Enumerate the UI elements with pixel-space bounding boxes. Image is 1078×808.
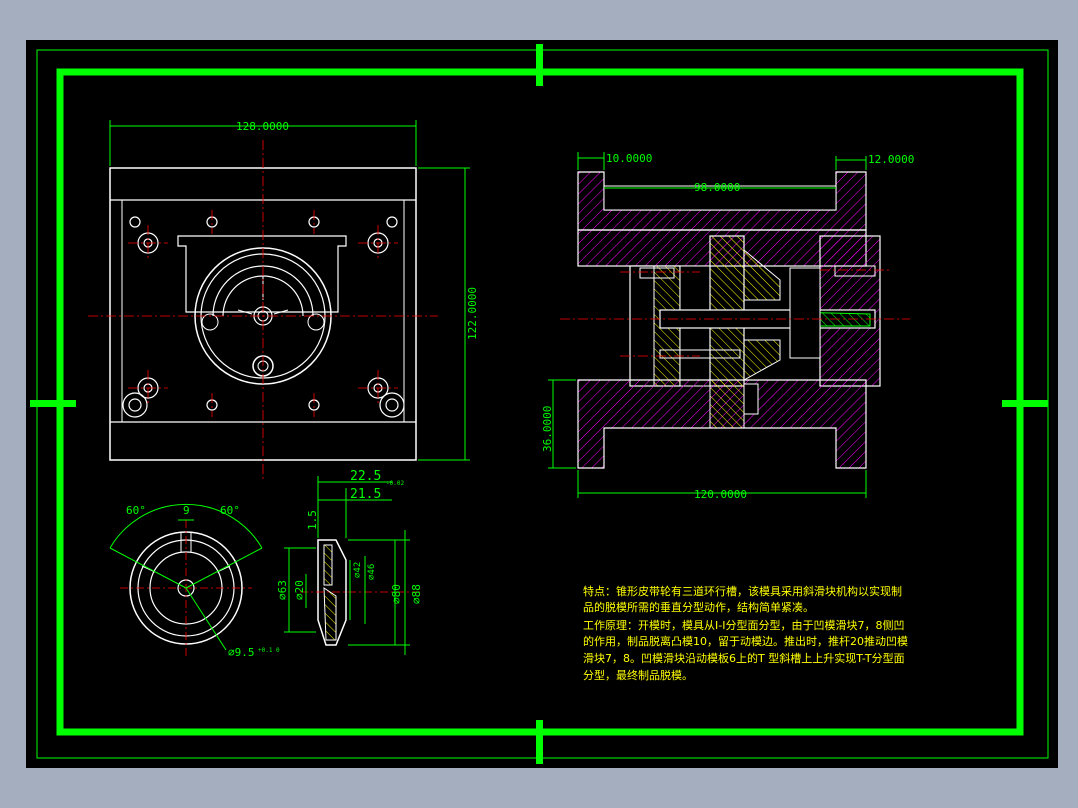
top-height-dim: 122.0000 bbox=[466, 287, 479, 340]
drawing-frame bbox=[30, 44, 1049, 764]
top-width-dim: 128.0000 bbox=[236, 120, 289, 133]
section-dim-height: 36.0000 bbox=[541, 406, 554, 452]
profile-dim-a: 22.5 bbox=[350, 469, 381, 484]
note-line-3: 工作原理：开模时，模具从I-I分型面分型，由于凹模滑块7，8侧凹 bbox=[583, 618, 904, 632]
profile-dia-46: ⌀46 bbox=[367, 564, 377, 580]
note-line-2: 品的脱模所需的垂直分型动作，结构简单紧凑。 bbox=[583, 600, 814, 614]
part-slot-width: 9 bbox=[183, 504, 190, 517]
part-profile-view: 22.5 -0.02 21.5 1.5 ⌀63 ⌀20 ⌀42 ⌀46 ⌀80 … bbox=[276, 469, 423, 655]
profile-dim-c: 1.5 bbox=[306, 510, 319, 530]
technical-notes: 特点：锥形皮带轮有三道环行槽，该模具采用斜滑块机构以实现制 品的脱模所需的垂直分… bbox=[583, 584, 908, 682]
note-line-1: 特点：锥形皮带轮有三道环行槽，该模具采用斜滑块机构以实现制 bbox=[583, 584, 902, 598]
part-hole-dia: ⌀9.5 bbox=[228, 646, 255, 659]
part-angle-left: 60° bbox=[126, 504, 146, 517]
section-dim-overall: 120.0000 bbox=[694, 488, 747, 501]
part-angle-right: 60° bbox=[220, 504, 240, 517]
profile-dim-b: 21.5 bbox=[350, 487, 381, 502]
section-view: 10.0000 12.0000 98.0000 36.0000 120.0000 bbox=[541, 152, 914, 501]
drawing-sheet bbox=[26, 40, 1058, 768]
top-view: 128.0000 122.0000 bbox=[88, 120, 479, 480]
note-line-5: 滑块7，8。凹模滑块沿动模板6上的T 型斜槽上上升实现T-T分型面 bbox=[583, 651, 905, 665]
profile-dia-88: ⌀88 bbox=[410, 584, 423, 604]
part-end-view: 60° 60° 9 ⌀9.5 +0.1 0 bbox=[109, 503, 280, 659]
section-dim-left-flange: 10.0000 bbox=[606, 152, 652, 165]
section-dim-right-flange: 12.0000 bbox=[868, 153, 914, 166]
profile-dia-63: ⌀63 bbox=[276, 580, 289, 600]
note-line-6: 分型，最终制品脱模。 bbox=[583, 668, 693, 682]
profile-dia-42: ⌀42 bbox=[353, 562, 363, 578]
profile-dia-20: ⌀20 bbox=[293, 580, 306, 600]
note-line-4: 的作用，制品脱离凸模10，留于动模边。推出时，推杆20推动凹模 bbox=[583, 634, 908, 648]
profile-dim-a-tol: -0.02 bbox=[386, 480, 404, 487]
part-hole-tol: +0.1 0 bbox=[258, 647, 280, 654]
profile-dia-80: ⌀80 bbox=[390, 584, 403, 604]
section-dim-cavity: 98.0000 bbox=[694, 181, 740, 194]
